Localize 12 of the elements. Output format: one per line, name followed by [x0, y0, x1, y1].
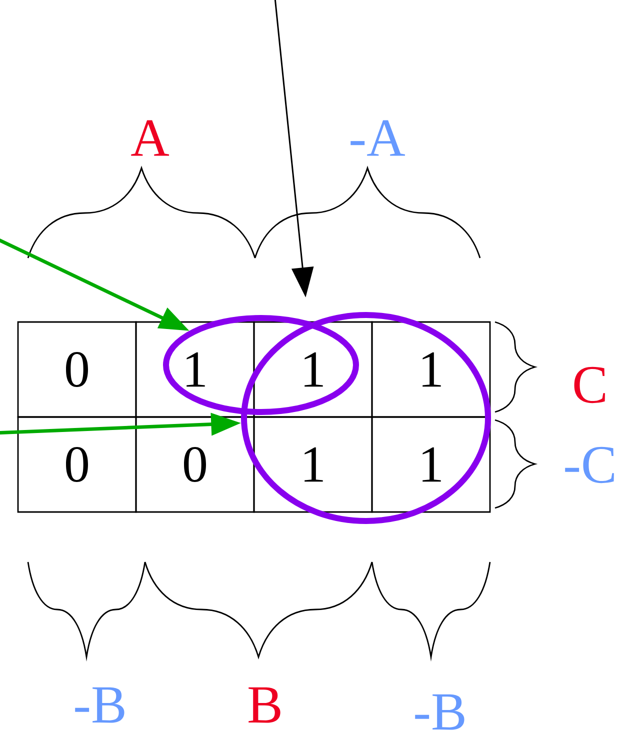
- variable-label: -B: [75, 687, 124, 723]
- variable-label: C: [574, 366, 605, 404]
- group-loop: [163, 315, 359, 415]
- variable-label: -A: [350, 120, 405, 156]
- variable-label: B: [248, 687, 280, 723]
- variable-label: -C: [565, 446, 614, 484]
- group-loop: [241, 312, 491, 524]
- map-cell: 0: [17, 416, 137, 513]
- map-cell: 0: [17, 321, 137, 418]
- variable-label: -B: [415, 694, 464, 730]
- variable-label: A: [131, 120, 170, 156]
- map-cell: 0: [135, 416, 255, 513]
